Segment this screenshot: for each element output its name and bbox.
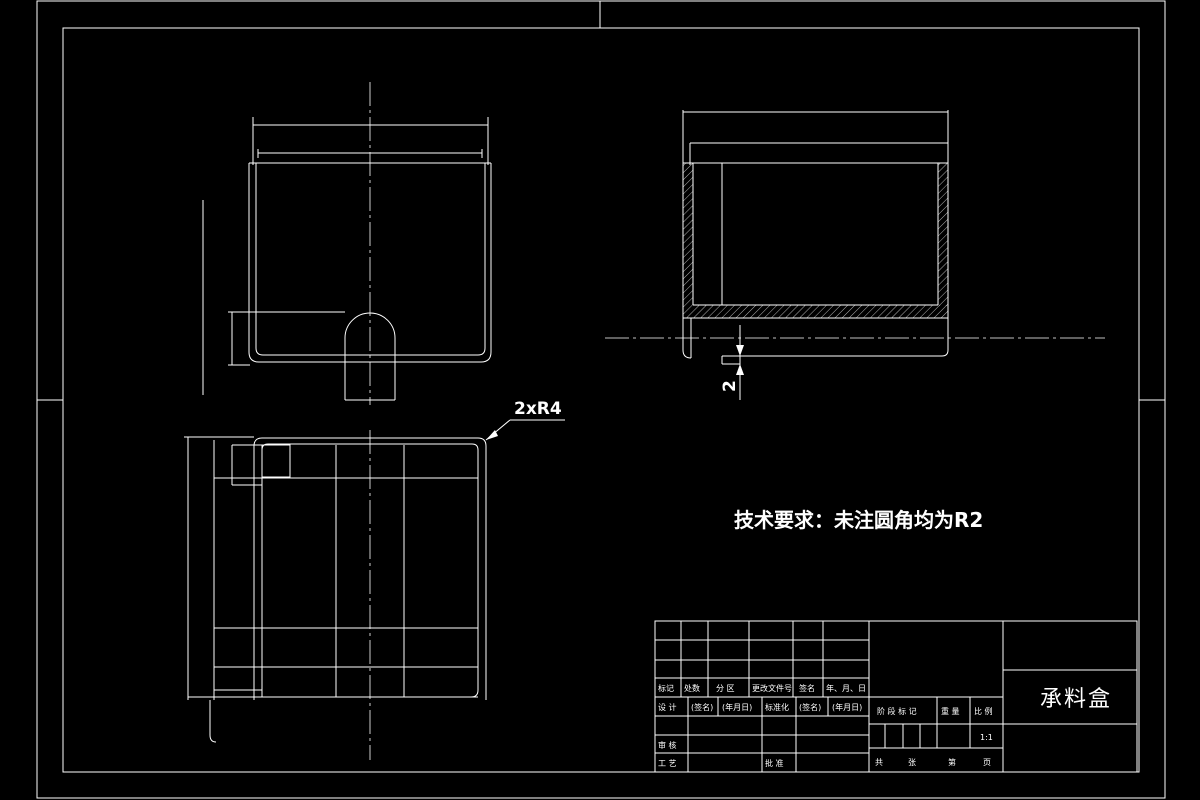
tb-zone: 分 区	[716, 684, 735, 693]
tb-stage-mark: 阶 段 标 记	[877, 706, 917, 716]
tb-page: 第	[948, 757, 956, 767]
tb-page-unit: 页	[983, 758, 991, 767]
tb-design-date: (年月日)	[722, 702, 752, 712]
tb-review: 审 核	[658, 740, 677, 750]
section-view: 2	[605, 110, 1105, 400]
tb-std-signed: (签名)	[799, 702, 821, 712]
sheet-border	[36, 0, 1166, 799]
tb-mark: 标记	[658, 683, 674, 693]
tb-design-signed: (签名)	[691, 702, 713, 712]
tb-standardization: 标准化	[765, 702, 789, 712]
tb-design: 设 计	[658, 702, 677, 712]
tb-scale: 比 例	[974, 706, 993, 716]
gap-dim-label: 2	[720, 380, 740, 392]
top-view: 2xR4	[184, 399, 565, 760]
front-view	[202, 82, 492, 405]
tb-scale-value: 1:1	[980, 733, 993, 742]
title-block: 标记 处数 分 区 更改文件号 签名 年、月、日 设 计 (签名) (年月日) …	[654, 620, 1138, 773]
tb-std-date: (年月日)	[832, 702, 862, 712]
part-name: 承料盒	[1040, 687, 1112, 712]
tb-total: 共	[875, 758, 883, 767]
tb-date: 年、月、日	[826, 683, 866, 693]
technical-requirement-note: 技术要求：未注圆角均为R2	[734, 508, 983, 532]
tb-sheets: 张	[908, 758, 916, 767]
tb-weight: 重 量	[941, 706, 960, 716]
tb-change-doc: 更改文件号	[752, 683, 792, 693]
tb-approve: 批 准	[765, 758, 784, 768]
tb-sign: 签名	[799, 683, 815, 693]
tb-count: 处数	[684, 683, 700, 693]
radius-dim-label: 2xR4	[514, 399, 562, 419]
tb-process: 工 艺	[658, 759, 677, 768]
